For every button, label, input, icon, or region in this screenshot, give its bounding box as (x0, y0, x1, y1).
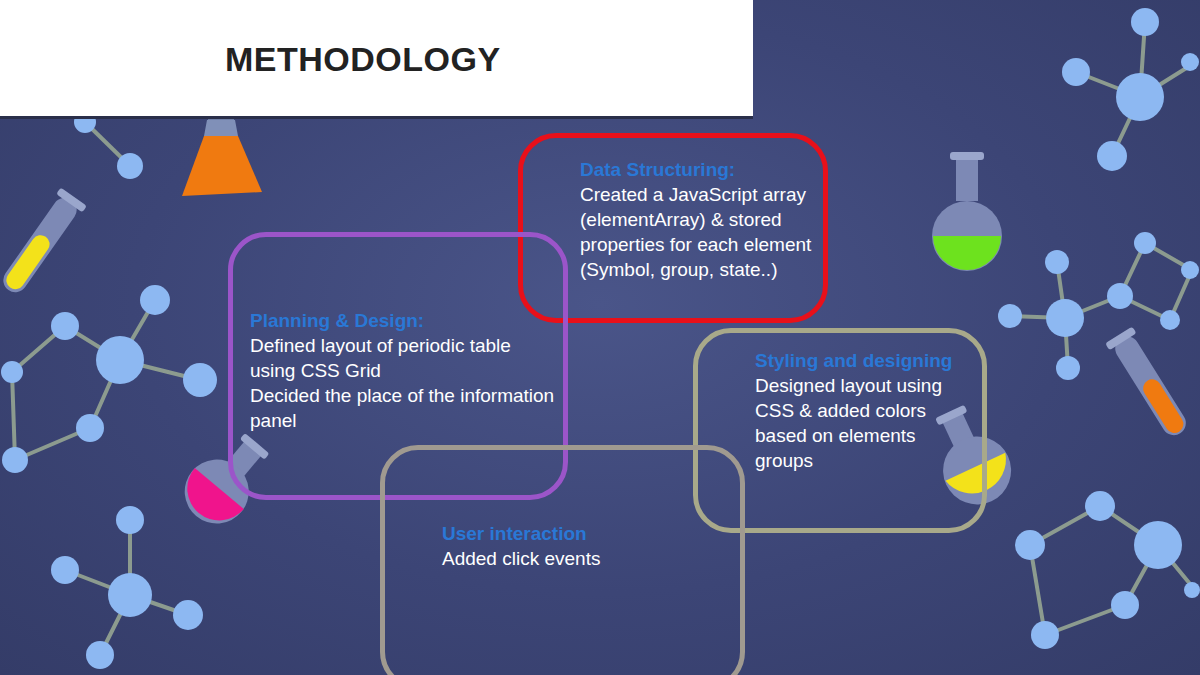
box-heading: Data Structuring: (580, 157, 812, 182)
planning-box: Planning & Design:Defined layout of peri… (228, 232, 568, 500)
box-body: Created a JavaScript array (elementArray… (580, 182, 812, 282)
text-group: Styling and designingDesigned layout usi… (755, 348, 973, 473)
box-body: Defined layout of periodic table using C… (250, 333, 555, 383)
text-group: User interactionAdded click events (442, 521, 727, 571)
styling-box: Styling and designingDesigned layout usi… (693, 328, 987, 533)
text-group: Data Structuring:Created a JavaScript ar… (580, 157, 812, 282)
box-body: Decided the place of the information pan… (250, 383, 555, 433)
box-heading: Styling and designing (755, 348, 973, 373)
slide-title: METHODOLOGY (225, 40, 501, 79)
box-heading: Planning & Design: (250, 308, 555, 333)
interaction-box: User interactionAdded click events (380, 445, 745, 675)
text-group: Planning & Design:Defined layout of peri… (250, 308, 555, 433)
box-body: Designed layout using CSS & added colors… (755, 373, 973, 473)
box-body: Added click events (442, 546, 727, 571)
box-heading: User interaction (442, 521, 727, 546)
